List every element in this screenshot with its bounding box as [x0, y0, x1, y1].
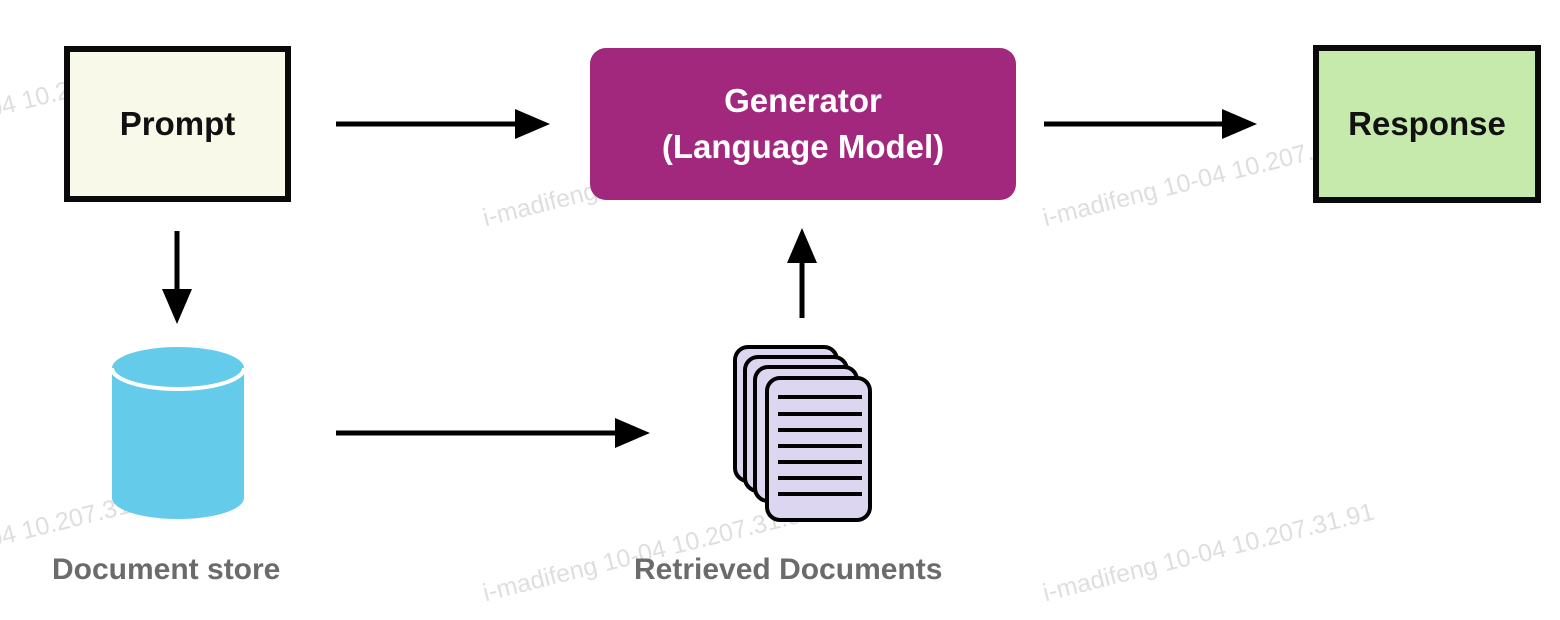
document-stack-icon — [733, 345, 872, 522]
generator-title: Generator — [724, 82, 882, 120]
prompt-node: Prompt — [64, 46, 291, 202]
response-node: Response — [1313, 45, 1541, 203]
retrieved-documents-label: Retrieved Documents — [634, 553, 943, 586]
response-label: Response — [1348, 105, 1506, 142]
document-store-label: Document store — [52, 553, 281, 586]
generator-subtitle: (Language Model) — [661, 128, 945, 165]
database-cylinder-icon — [110, 347, 246, 519]
prompt-label: Prompt — [119, 105, 236, 142]
generator-node: Generator (Language Model) — [590, 48, 1016, 200]
